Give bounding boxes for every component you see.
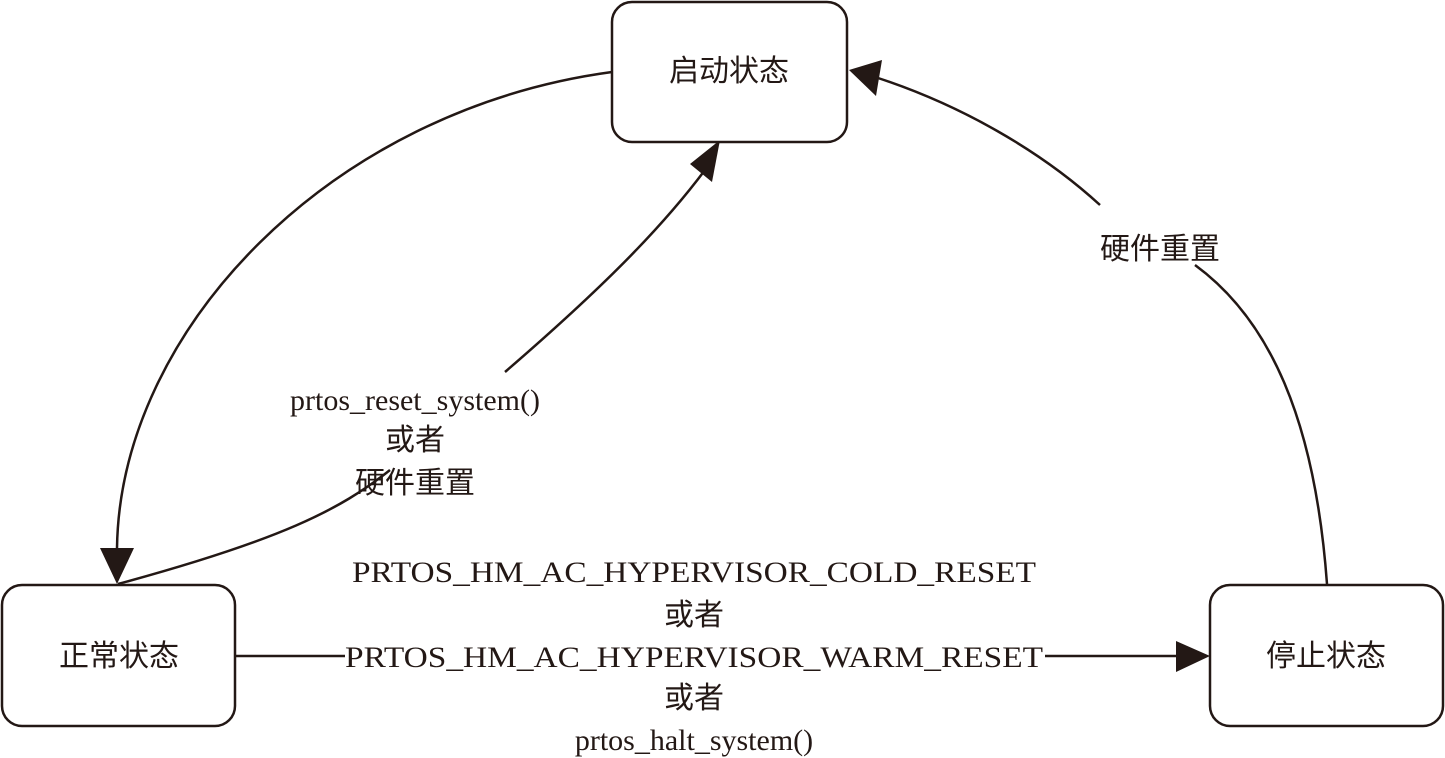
state-normal: 正常状态 xyxy=(0,583,237,728)
edge-startup-to-normal xyxy=(100,70,613,584)
state-halt: 停止状态 xyxy=(1208,583,1445,728)
edge-normal-to-halt xyxy=(235,641,1210,672)
label-hardware-reset-outer: 硬件重置 xyxy=(1100,232,1220,267)
label-reset-system-call: prtos_reset_system() xyxy=(290,384,540,417)
arrowhead-into-startup-inner xyxy=(690,140,720,182)
label-warm-reset: PRTOS_HM_AC_HYPERVISOR_WARM_RESET xyxy=(345,641,1043,674)
state-startup: 启动状态 xyxy=(610,0,849,144)
arrowhead-into-startup-outer xyxy=(849,60,882,96)
arrowhead-into-halt xyxy=(1176,641,1210,672)
label-normal-to-halt: PRTOS_HM_AC_HYPERVISOR_COLD_RESET 或者 PRT… xyxy=(345,556,1043,757)
label-or-2: 或者 xyxy=(664,598,724,633)
state-normal-label: 正常状态 xyxy=(59,639,179,674)
state-halt-label: 停止状态 xyxy=(1266,639,1386,674)
label-hardware-reset-inner: 硬件重置 xyxy=(355,466,475,501)
label-cold-reset: PRTOS_HM_AC_HYPERVISOR_COLD_RESET xyxy=(352,556,1036,589)
label-halt-system-call: prtos_halt_system() xyxy=(575,724,813,757)
edge-halt-to-startup xyxy=(849,60,1329,585)
arrowhead-into-normal xyxy=(100,548,134,584)
state-startup-label: 启动状态 xyxy=(669,54,789,89)
label-halt-to-startup: 硬件重置 xyxy=(1100,232,1220,267)
label-or-1: 或者 xyxy=(385,423,445,458)
label-normal-to-startup: prtos_reset_system() 或者 硬件重置 xyxy=(290,384,540,501)
label-or-3: 或者 xyxy=(664,681,724,716)
edge-normal-to-startup xyxy=(117,140,720,586)
